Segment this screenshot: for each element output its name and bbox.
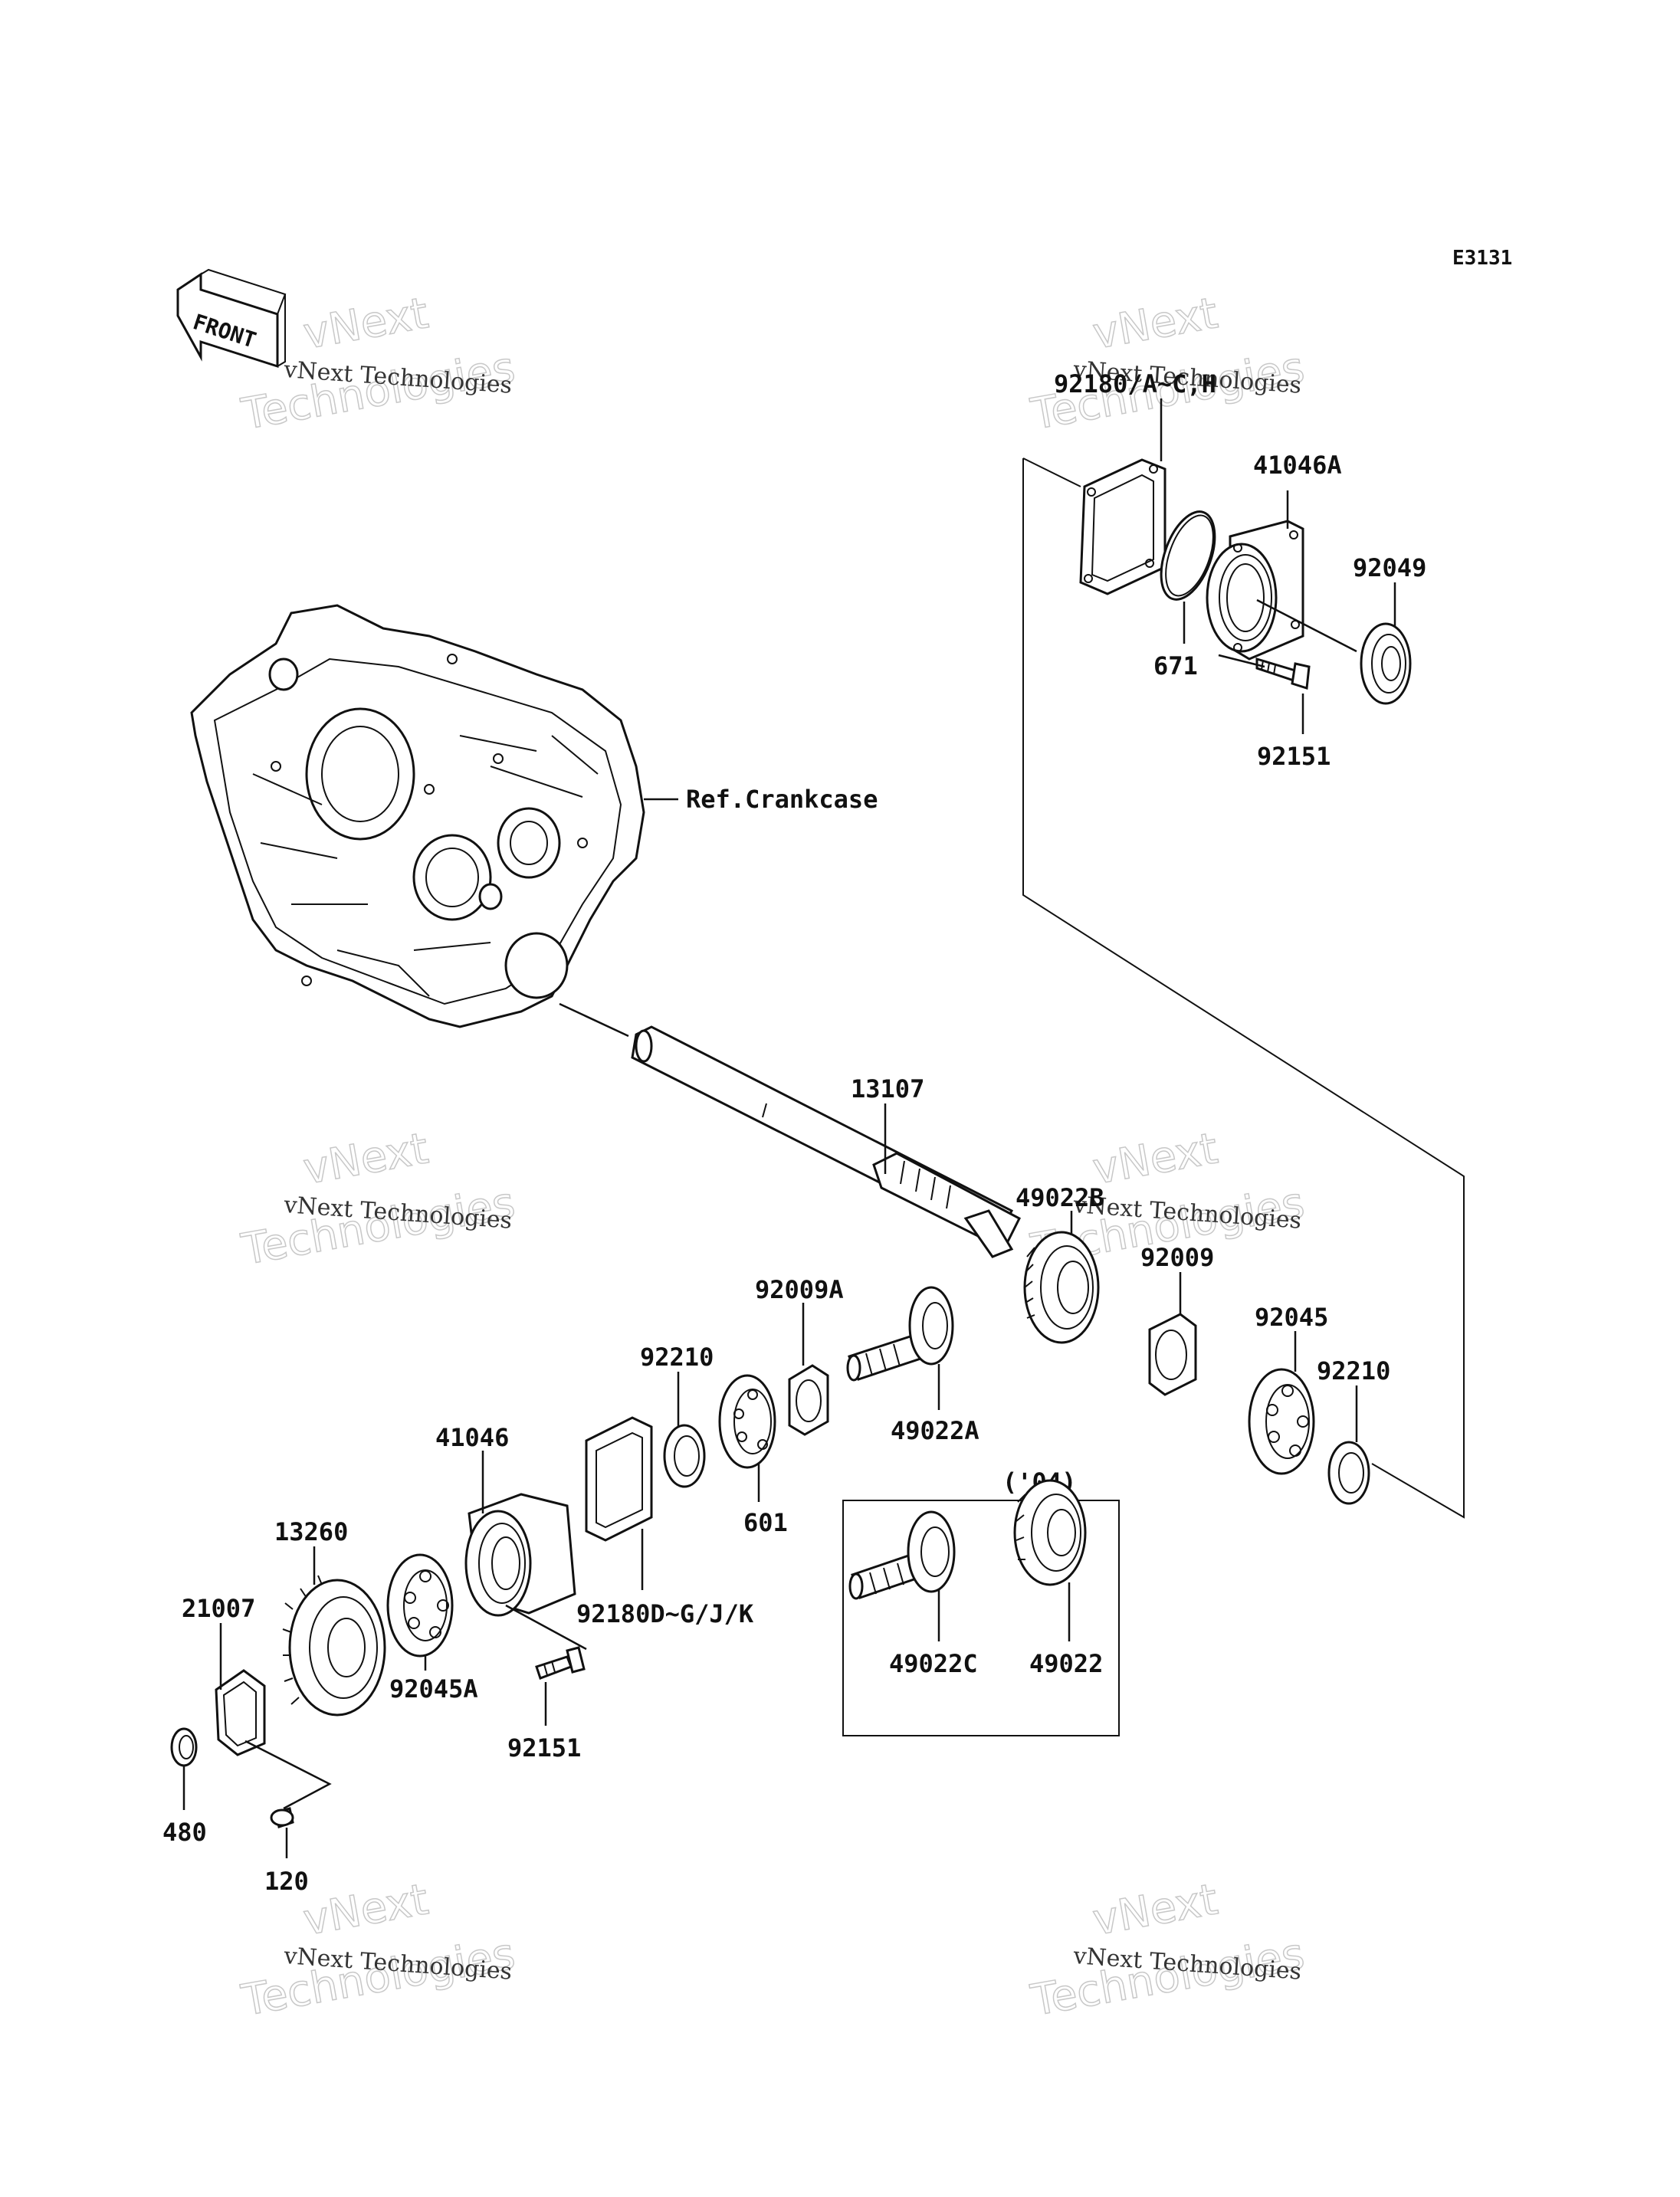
label-49022a: 49022A (891, 1416, 979, 1445)
diagram-code: E3131 (1452, 247, 1512, 270)
shaft-13107 (631, 1025, 1021, 1258)
housing-41046a (1206, 520, 1304, 661)
label-41046: 41046 (435, 1423, 509, 1452)
bolt-92151-bottom (535, 1646, 586, 1680)
gasket-92180-bottom (585, 1416, 653, 1542)
label-92045: 92045 (1255, 1303, 1328, 1332)
label-92151-top: 92151 (1257, 742, 1331, 771)
nut-92009 (1148, 1313, 1197, 1396)
pinion-49022a (846, 1286, 954, 1382)
seal-92210-left (663, 1424, 706, 1488)
label-601: 601 (743, 1508, 788, 1537)
gear-49022b (1023, 1231, 1100, 1344)
label-ref-crankcase: Ref.Crankcase (686, 785, 878, 814)
screw-120 (270, 1807, 294, 1828)
plate-21007 (215, 1669, 266, 1756)
label-92045a: 92045A (389, 1674, 478, 1703)
leader-21007-to-screw (244, 1740, 332, 1810)
housing-41046 (464, 1493, 576, 1617)
label-671: 671 (1153, 651, 1198, 680)
svg-text:vNext: vNext (1089, 288, 1221, 359)
label-49022b: 49022B (1016, 1183, 1104, 1212)
label-92180-top: 92180/A~C,H (1054, 369, 1216, 398)
explosion-guide-right (1022, 457, 1465, 1519)
seal-92049 (1360, 622, 1412, 705)
circlip-480 (170, 1727, 198, 1767)
leader-92151-top-branch (1218, 654, 1265, 668)
seal-92210-right (1327, 1441, 1370, 1505)
leader-41046a-to-seal (1256, 598, 1357, 653)
label-92210-left: 92210 (640, 1343, 714, 1372)
pinion-49022c (848, 1510, 956, 1600)
label-21007: 21007 (182, 1594, 255, 1623)
bearing-92045a (386, 1553, 454, 1658)
gear-13260 (282, 1575, 386, 1717)
bearing-92045 (1248, 1368, 1315, 1475)
label-92210-right: 92210 (1317, 1356, 1390, 1385)
watermark-bottom-right: vNext Technologies vNext Technologies (1026, 1874, 1308, 2027)
crankcase-to-shaft-line (559, 1002, 629, 1038)
label-92180-bottom: 92180D~G/J/K (576, 1599, 754, 1628)
label-92049: 92049 (1353, 553, 1426, 582)
label-480: 480 (162, 1818, 207, 1847)
svg-text:vNext: vNext (300, 1123, 431, 1194)
nut-92009a (788, 1364, 829, 1436)
watermark-top-right: vNext Technologies vNext Technologies (1026, 288, 1308, 441)
label-13260: 13260 (274, 1517, 348, 1546)
label-92009: 92009 (1140, 1243, 1214, 1272)
label-92009a: 92009A (755, 1275, 844, 1304)
leader-41046-to-bolt (505, 1604, 587, 1651)
svg-text:vNext: vNext (300, 1874, 431, 1945)
front-arrow-icon: FRONT (176, 268, 287, 369)
svg-text:vNext: vNext (1089, 1874, 1221, 1945)
label-49022c: 49022C (889, 1649, 978, 1678)
watermark-bottom-left: vNext Technologies vNext Technologies (237, 1874, 519, 2027)
label-41046a: 41046A (1253, 451, 1342, 480)
label-120: 120 (264, 1867, 309, 1896)
bearing-601 (718, 1374, 776, 1469)
watermark-mid-left: vNext Technologies vNext Technologies (237, 1123, 519, 1276)
gear-49022 (1013, 1479, 1087, 1586)
label-92151-bottom: 92151 (507, 1733, 581, 1763)
variant-box-04 (842, 1500, 1120, 1736)
label-13107: 13107 (851, 1074, 924, 1103)
crankcase-drawing (190, 604, 645, 1028)
gasket-92180-top (1079, 458, 1166, 595)
label-49022: 49022 (1029, 1649, 1103, 1678)
svg-text:vNext: vNext (1089, 1123, 1221, 1194)
bolt-92151-top (1255, 657, 1311, 690)
svg-text:vNext: vNext (300, 288, 431, 359)
